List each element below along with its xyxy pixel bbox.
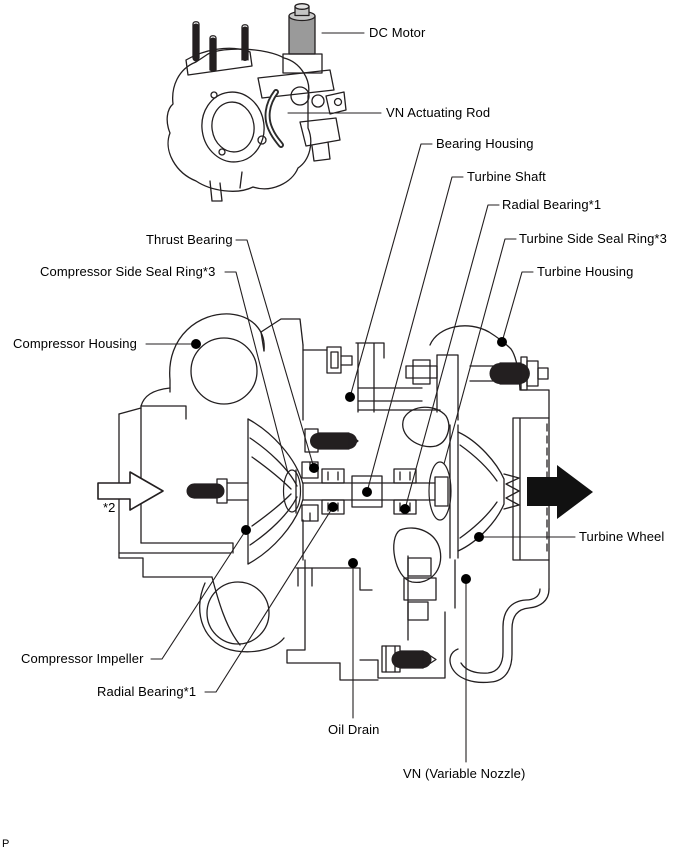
callout-dots [191,337,507,584]
label-thrust-bearing: Thrust Bearing [146,232,233,247]
label-turbine-wheel: Turbine Wheel [579,529,665,544]
leader-lines [145,32,576,763]
label-turbine-housing: Turbine Housing [537,264,634,279]
label-radial-bearing-bottom: Radial Bearing*1 [97,684,197,699]
label-compressor-housing: Compressor Housing [13,336,137,351]
label-turbine-side-seal-ring: Turbine Side Seal Ring*3 [519,231,667,246]
label-turbine-shaft: Turbine Shaft [467,169,546,184]
label-compressor-side-seal-ring: Compressor Side Seal Ring*3 [40,264,216,279]
label-oil-drain: Oil Drain [328,722,380,737]
label-vn-actuating-rod: VN Actuating Rod [386,105,491,120]
footer-mark: P [2,838,10,850]
outlet-flow-arrow [527,465,593,519]
label-vn-variable-nozzle: VN (Variable Nozzle) [403,766,526,781]
seal-ring-callout-ellipses [282,461,452,521]
label-inlet-note: *2 [103,500,116,515]
label-bearing-housing: Bearing Housing [436,136,534,151]
label-radial-bearing-top: Radial Bearing*1 [502,197,602,212]
section-view-drawing [118,313,550,684]
label-compressor-impeller: Compressor Impeller [21,651,144,666]
inlet-flow-arrow [97,471,164,511]
iso-view-drawing [166,3,347,202]
label-dc-motor: DC Motor [369,25,426,40]
